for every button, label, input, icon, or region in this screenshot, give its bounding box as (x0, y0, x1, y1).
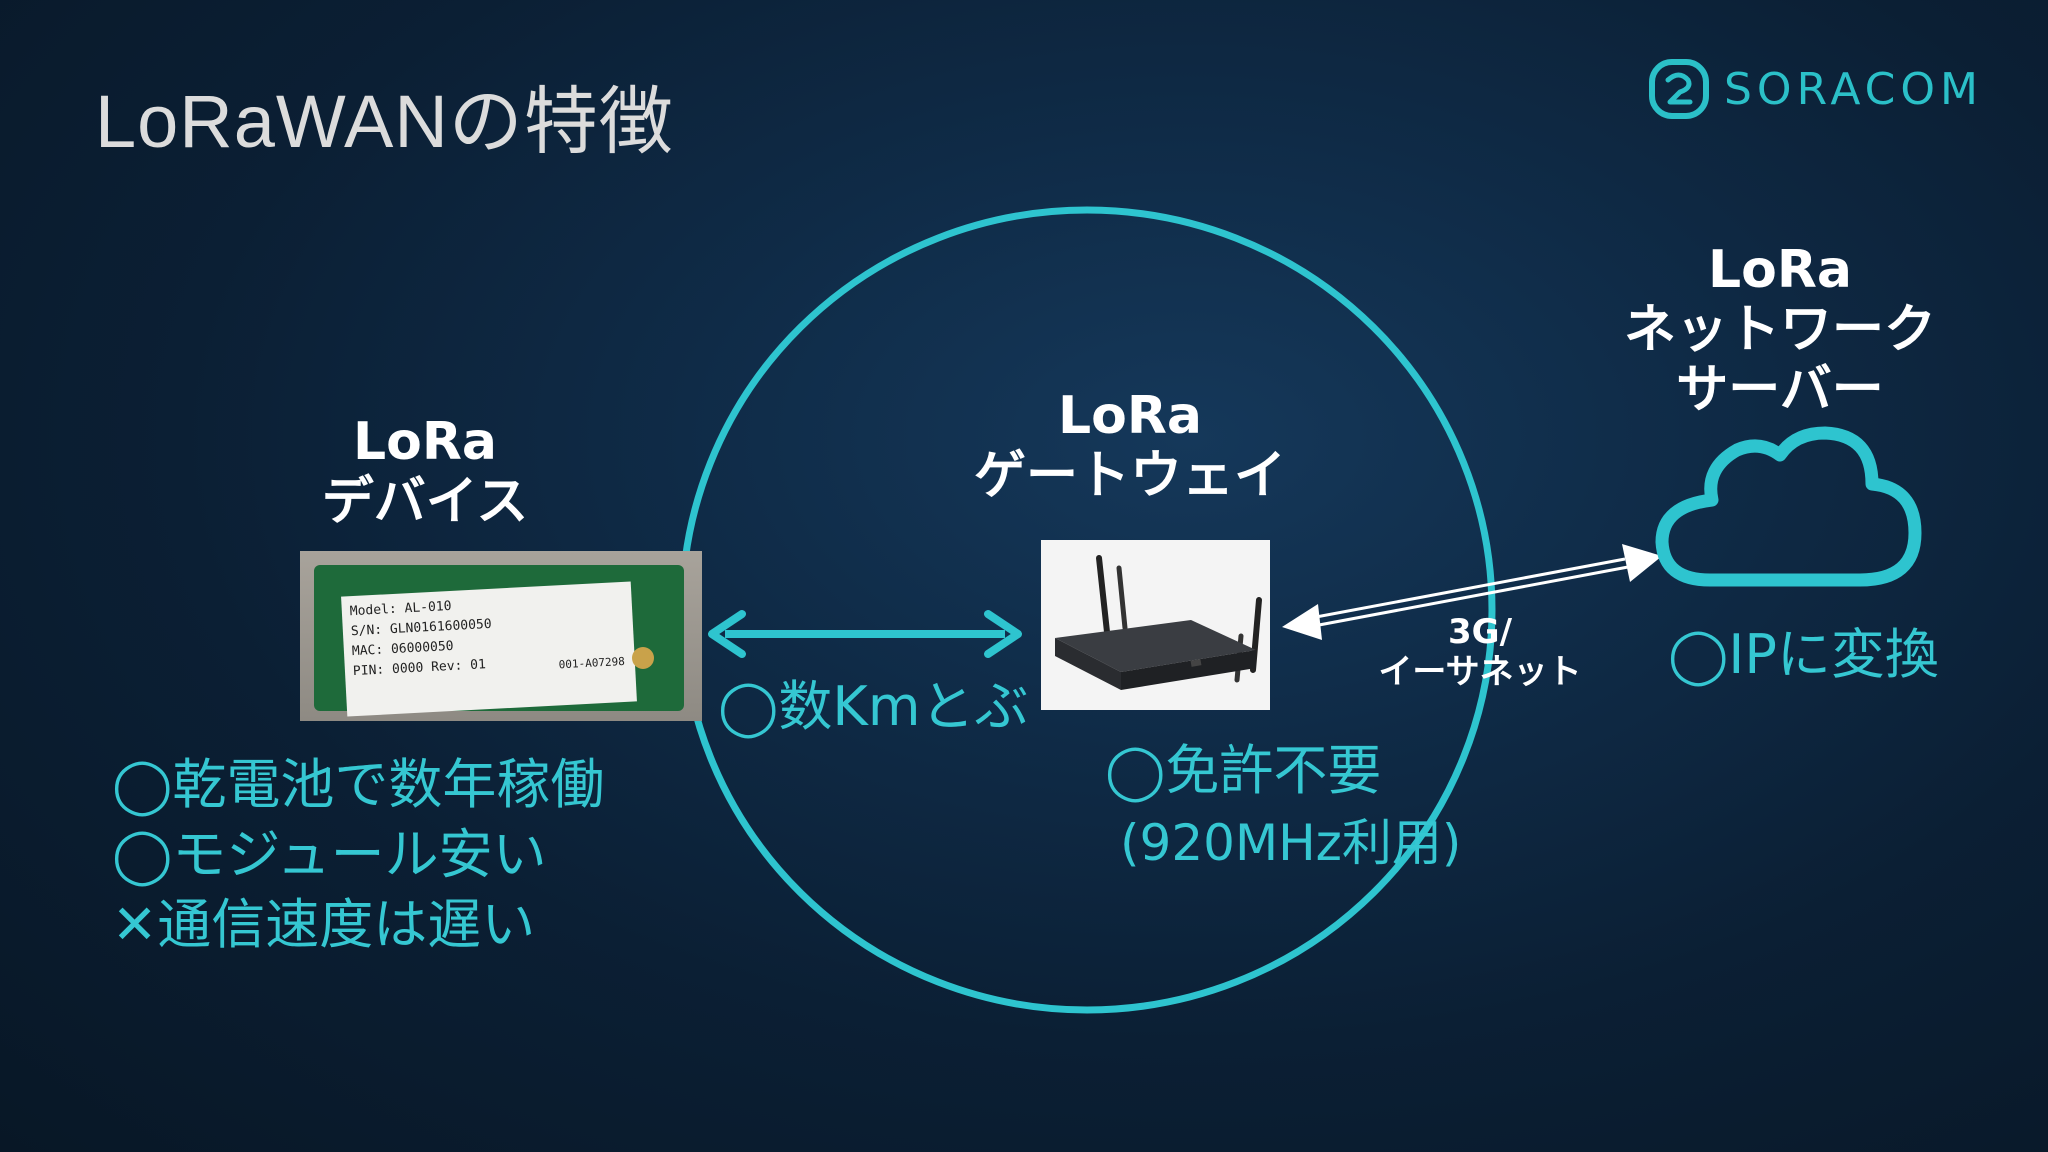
server-feature: ◯IPに変換 (1668, 623, 1939, 686)
logo-text: SORACOM (1724, 63, 1983, 115)
license-note: ◯免許不要 (1105, 739, 1382, 802)
module-sticker: Model: AL-010 S/N: GLN0161600050 MAC: 06… (341, 581, 637, 717)
feature-cheap-module: ◯モジュール安い (112, 823, 547, 886)
module-board: Model: AL-010 S/N: GLN0161600050 MAC: 06… (314, 565, 684, 717)
range-note: ◯数Kmとぶ (718, 675, 1029, 738)
cloud-icon (1655, 426, 1922, 587)
gateway-label-line1: LoRa (1058, 386, 1202, 446)
device-label: LoRa デバイス (300, 412, 550, 532)
link-label-line1: 3G/ (1448, 612, 1512, 652)
device-label-line1: LoRa (353, 412, 497, 472)
server-label: LoRa ネットワーク サーバー (1600, 240, 1960, 420)
gateway-router-icon (1055, 555, 1262, 690)
antenna-connector (632, 647, 654, 669)
server-label-line2: ネットワーク (1623, 300, 1936, 360)
feature-slow-speed: ✕通信速度は遅い (112, 893, 536, 956)
link-label-line2: イーサネット (1378, 652, 1582, 692)
link-label: 3G/ イーサネット (1360, 612, 1600, 692)
feature-battery: ◯乾電池で数年稼働 (112, 753, 605, 816)
frequency-note: (920MHz利用) (1120, 814, 1462, 872)
lora-gateway-photo (1041, 540, 1270, 710)
device-features: ◯乾電池で数年稼働 ◯モジュール安い ✕通信速度は遅い (112, 750, 604, 960)
server-label-line1: LoRa (1708, 240, 1852, 300)
device-label-line2: デバイス (321, 472, 529, 532)
gateway-label: LoRa ゲートウェイ (935, 386, 1325, 506)
lora-device-photo: Model: AL-010 S/N: GLN0161600050 MAC: 06… (300, 551, 702, 721)
device-gateway-arrow (708, 610, 1022, 658)
gateway-label-line2: ゲートウェイ (973, 446, 1286, 506)
sticker-cert: 001-A07298 (558, 654, 626, 672)
server-label-line3: サーバー (1676, 360, 1884, 420)
soracom-logo: SORACOM (1648, 58, 1983, 120)
soracom-logo-icon (1649, 59, 1709, 119)
slide-title: LoRaWANの特徴 (95, 80, 674, 163)
gateway-server-arrow (1282, 544, 1662, 640)
